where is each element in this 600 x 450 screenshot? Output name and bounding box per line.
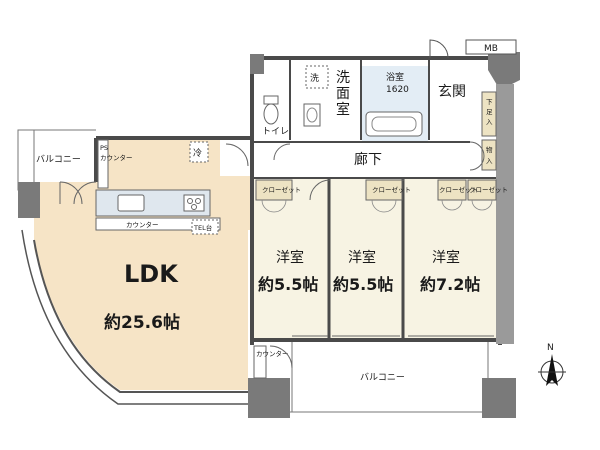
ps-box bbox=[97, 139, 109, 189]
closet-doors bbox=[261, 199, 493, 213]
balcony-left-label: バルコニー bbox=[36, 154, 81, 165]
shoe-box bbox=[481, 91, 497, 137]
columns bbox=[18, 52, 520, 418]
storage-label-1: 物 bbox=[486, 145, 493, 154]
washroom-label-1: 洗 bbox=[336, 70, 350, 86]
ldk-label: LDK bbox=[124, 260, 179, 288]
closets bbox=[255, 179, 497, 201]
entrance-label: 玄関 bbox=[438, 83, 466, 100]
balcony-left-area bbox=[17, 129, 35, 191]
balcony-counter-label: カウンター bbox=[256, 349, 289, 358]
shoe-label-1: 下 bbox=[486, 98, 493, 106]
room2-label: 洋室 bbox=[348, 249, 376, 266]
stove bbox=[183, 194, 205, 212]
washer-label: 洗 bbox=[310, 72, 319, 84]
room3-label: 洋室 bbox=[432, 249, 460, 266]
bathtub bbox=[365, 111, 423, 137]
toilet-bowl bbox=[263, 103, 279, 125]
hallway-floor bbox=[220, 140, 500, 176]
washroom-floor bbox=[290, 66, 360, 142]
hallway-label: 廊下 bbox=[354, 151, 382, 168]
washroom-label-3: 室 bbox=[336, 101, 350, 118]
toilet-label: トイレ bbox=[262, 127, 289, 137]
fridge bbox=[189, 141, 209, 163]
storage-label-2: 入 bbox=[486, 157, 493, 165]
north-arrow bbox=[538, 354, 566, 386]
tel-stand bbox=[191, 219, 219, 235]
bath-size-label: 1620 bbox=[386, 85, 409, 95]
toilet-tank bbox=[263, 95, 279, 105]
balcony-left-door bbox=[59, 181, 83, 205]
entrance-door bbox=[429, 39, 449, 59]
north-label: N bbox=[547, 343, 554, 353]
closet-label-1: クローゼット bbox=[262, 185, 301, 194]
counter-bar bbox=[95, 217, 221, 231]
shoe-label-2: 足 bbox=[486, 108, 493, 116]
room2-area: 約5.5帖 bbox=[333, 275, 393, 294]
fridge-label: 冷 bbox=[193, 147, 202, 159]
sink bbox=[303, 103, 321, 127]
balcony-bottom-label: バルコニー bbox=[360, 372, 405, 383]
washer-space bbox=[305, 65, 329, 89]
bath-label: 浴室 bbox=[386, 71, 404, 83]
room3-floor bbox=[404, 178, 496, 338]
closet-label-3: クローゼット bbox=[439, 185, 478, 194]
ldk-curved-window bbox=[33, 239, 248, 393]
tel-label: TEL台 bbox=[193, 223, 212, 232]
washroom-label-2: 面 bbox=[336, 86, 350, 102]
ldk-curved-wall bbox=[21, 229, 248, 405]
ps-label: PS bbox=[100, 144, 108, 152]
counter-label: カウンター bbox=[126, 220, 159, 229]
room1-floor bbox=[254, 178, 328, 338]
storage-box bbox=[481, 139, 497, 171]
kitchen-sink bbox=[117, 194, 145, 212]
shoe-label-3: 入 bbox=[486, 118, 493, 126]
ldk-area: 約25.6帖 bbox=[104, 312, 180, 333]
balcony-counter bbox=[253, 345, 267, 379]
closet-label-2: クローゼット bbox=[372, 185, 411, 194]
closet-label-4: クローゼット bbox=[469, 185, 508, 194]
room3-area: 約7.2帖 bbox=[420, 275, 480, 294]
room2-floor bbox=[330, 178, 402, 338]
mb-box bbox=[465, 39, 517, 55]
mb-label: MB bbox=[484, 44, 498, 54]
counter-vertical-label: カウンター bbox=[100, 153, 133, 162]
room1-area: 約5.5帖 bbox=[258, 275, 318, 294]
room1-label: 洋室 bbox=[276, 249, 304, 266]
balcony-bottom-door bbox=[269, 345, 293, 369]
